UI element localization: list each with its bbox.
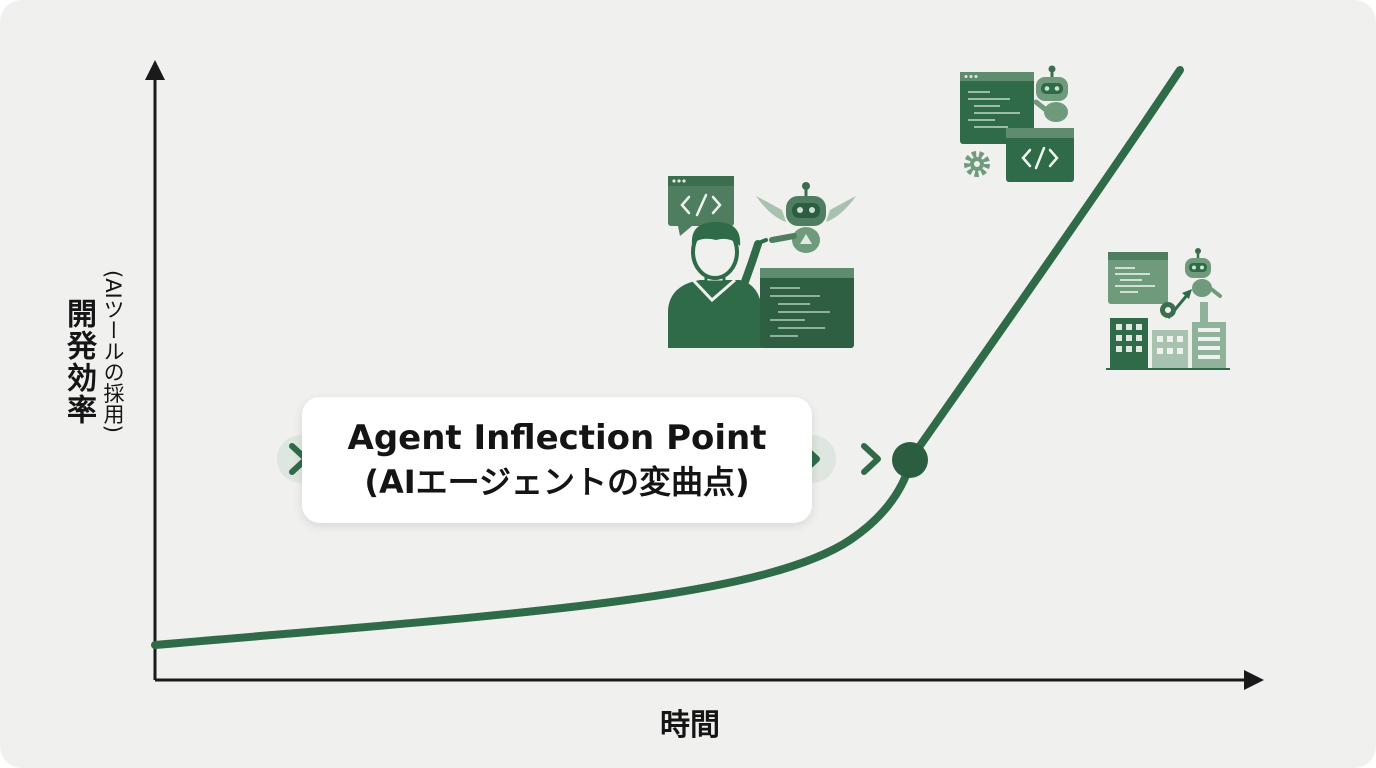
- robot-buildings-illustration: [1106, 248, 1230, 370]
- adoption-curve: [151, 66, 1184, 649]
- y-axis-title: 開発効率: [61, 298, 96, 426]
- axes: [145, 60, 1264, 690]
- y-axis-subtitle: (AIツールの採用): [101, 270, 125, 433]
- y-axis-label: 開発効率 (AIツールの採用): [48, 270, 148, 500]
- inflection-point-marker: [892, 442, 928, 478]
- code-bubble-icon: [668, 176, 734, 226]
- y-axis-arrow: [145, 60, 165, 80]
- robot-coding-windows-illustration: [960, 65, 1074, 182]
- x-axis-title: 時間: [660, 708, 720, 743]
- developer-with-robot-illustration: [668, 176, 856, 348]
- callout-subtitle: (AIエージェントの変曲点): [364, 463, 750, 501]
- chevron-right-icon: [861, 443, 881, 475]
- person-icon: [668, 280, 762, 348]
- callout-title: Agent Inflection Point: [347, 418, 767, 458]
- inflection-callout: Agent Inflection Point (AIエージェントの変曲点): [302, 397, 812, 523]
- code-window-icon: [1108, 252, 1168, 304]
- gear-icon: [964, 151, 990, 177]
- x-axis-arrow: [1244, 670, 1264, 690]
